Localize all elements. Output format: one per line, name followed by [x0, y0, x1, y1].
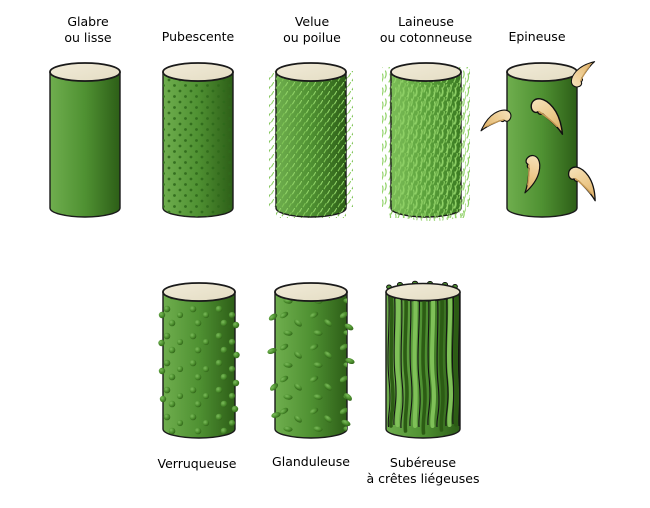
stem-label-glabre: Glabre ou lisse — [64, 14, 112, 45]
cylinder-top — [274, 282, 348, 302]
cylinder-top — [506, 62, 578, 82]
texture-glands — [275, 292, 347, 438]
stem-illustration-epineuse — [480, 61, 602, 218]
stem-illustration-glanduleuse — [267, 282, 355, 439]
texture-warts — [163, 292, 235, 438]
stem-label-subereuse: Subéreuse à crêtes liégeuses — [366, 455, 480, 486]
ridges-light — [395, 285, 453, 428]
texture-hairs — [276, 72, 346, 217]
cylinder-body — [506, 71, 578, 218]
texture-dots — [163, 72, 233, 217]
thorn-top-right — [570, 61, 596, 88]
edge-hairs-left — [269, 71, 278, 207]
texture-wool-2 — [396, 76, 466, 221]
stem-illustration-verruqueuse — [158, 282, 240, 439]
stem-illustration-subereuse — [385, 280, 461, 439]
stem-illustration-velue — [269, 62, 353, 218]
cylinder-top — [49, 62, 121, 82]
stem-label-glanduleuse: Glanduleuse — [272, 454, 350, 469]
cylinder-top — [162, 62, 234, 82]
cylinder-body — [49, 71, 121, 218]
cylinder-top — [275, 62, 347, 82]
stem-label-epineuse: Epineuse — [508, 29, 566, 44]
stem-label-velue: Velue ou poilue — [283, 14, 341, 45]
cylinder-top — [162, 282, 236, 302]
edge-glands — [267, 313, 355, 427]
stem-illustration-glabre — [49, 62, 121, 218]
cylinder-top — [385, 282, 461, 302]
ridge-lines — [387, 286, 461, 429]
stem-illustration-pubescente — [162, 62, 234, 218]
ridges-dark — [389, 285, 459, 435]
stem-label-laineuse: Laineuse ou cotonneuse — [379, 14, 473, 45]
edge-warts — [158, 311, 240, 413]
edge-hairs-right — [344, 71, 353, 207]
cylinder-top — [390, 62, 462, 82]
stem-illustration-laineuse — [382, 62, 470, 221]
stem-label-pubescente: Pubescente — [161, 29, 235, 44]
stem-label-verruqueuse: Verruqueuse — [157, 456, 237, 471]
